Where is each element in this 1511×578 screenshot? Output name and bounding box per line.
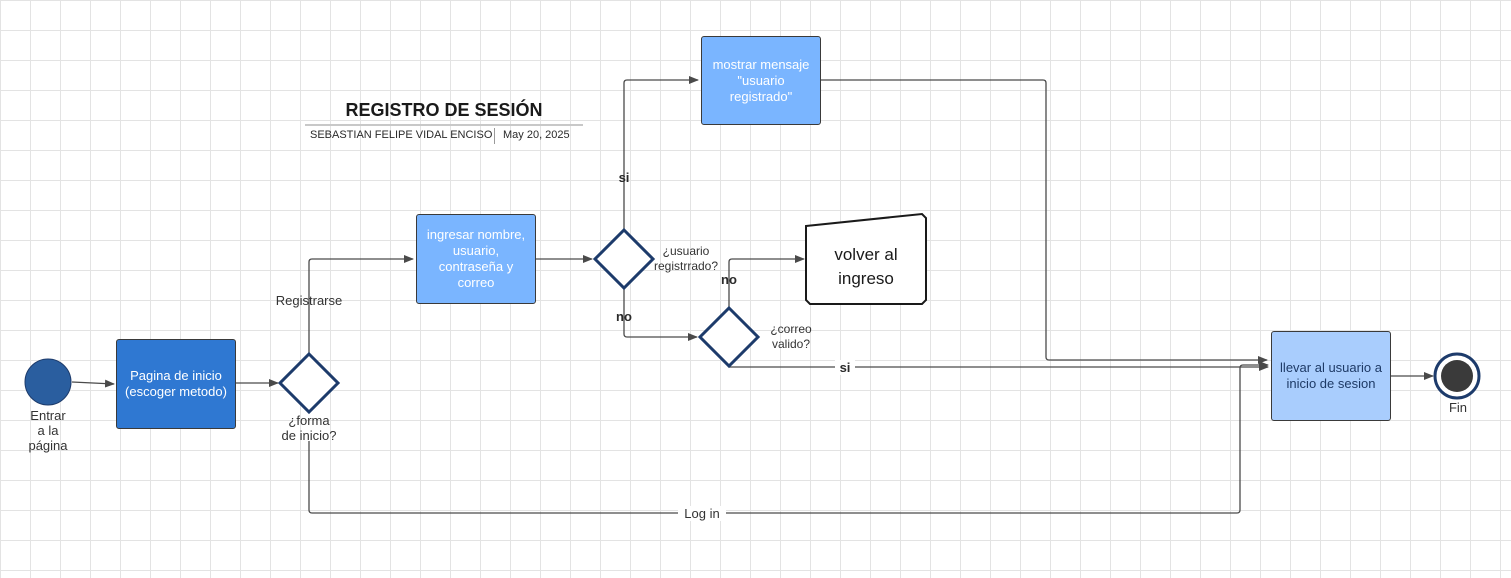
back-to-entry-text-wrap: volver al ingreso xyxy=(808,236,924,298)
back-to-entry-label: volver al ingreso xyxy=(834,245,898,288)
edge-login xyxy=(308,361,1269,514)
edge-label-register: Registrarse xyxy=(275,293,343,308)
meta-divider xyxy=(494,128,495,144)
edge-label-user-yes: si xyxy=(618,170,630,185)
decision-user-registered xyxy=(592,227,656,291)
end-label: Fin xyxy=(1448,400,1468,415)
edge-message-to-login xyxy=(821,79,1268,364)
show-message-box: mostrar mensaje "usuario registrado" xyxy=(701,36,821,125)
login-choice-label: ¿forma de inicio? xyxy=(281,413,337,443)
edge-label-email-yes: si xyxy=(835,360,855,375)
go-to-login-box: llevar al usuario a inicio de sesion xyxy=(1271,331,1391,421)
end-node-core xyxy=(1441,360,1473,392)
document-date: May 20, 2025 xyxy=(503,129,570,141)
decision-login-method xyxy=(277,351,341,415)
enter-data-label: ingresar nombre, usuario, contraseña y c… xyxy=(426,227,526,290)
email-check-label: ¿correo valido? xyxy=(770,322,812,351)
edge-email-no xyxy=(728,255,805,308)
show-message-label: mostrar mensaje "usuario registrado" xyxy=(712,56,810,104)
edge-label-login: Log in xyxy=(678,506,726,521)
edge-start-to-home xyxy=(71,379,115,388)
edge-user-yes xyxy=(623,76,699,229)
go-to-login-label: llevar al usuario a inicio de sesion xyxy=(1280,360,1382,391)
decision-email-valid xyxy=(697,305,761,369)
shape-back-to-entry xyxy=(805,212,927,305)
edge-register xyxy=(308,255,414,354)
user-check-label: ¿usuario registrrado? xyxy=(653,244,719,273)
enter-data-box: ingresar nombre, usuario, contraseña y c… xyxy=(416,214,536,304)
edge-label-user-no: no xyxy=(616,309,632,324)
home-page-box: Pagina de inicio (escoger metodo) xyxy=(116,339,236,429)
home-page-label: Pagina de inicio (escoger metodo) xyxy=(125,368,227,399)
start-node xyxy=(24,358,72,406)
edge-user-no xyxy=(623,288,698,341)
edge-label-email-no: no xyxy=(721,272,737,287)
start-label: Entrar a la página xyxy=(28,408,68,453)
diagram-title: REGISTRO DE SESIÓN xyxy=(305,100,583,126)
author-name: SEBASTIAN FELIPE VIDAL ENCISO xyxy=(310,129,493,141)
